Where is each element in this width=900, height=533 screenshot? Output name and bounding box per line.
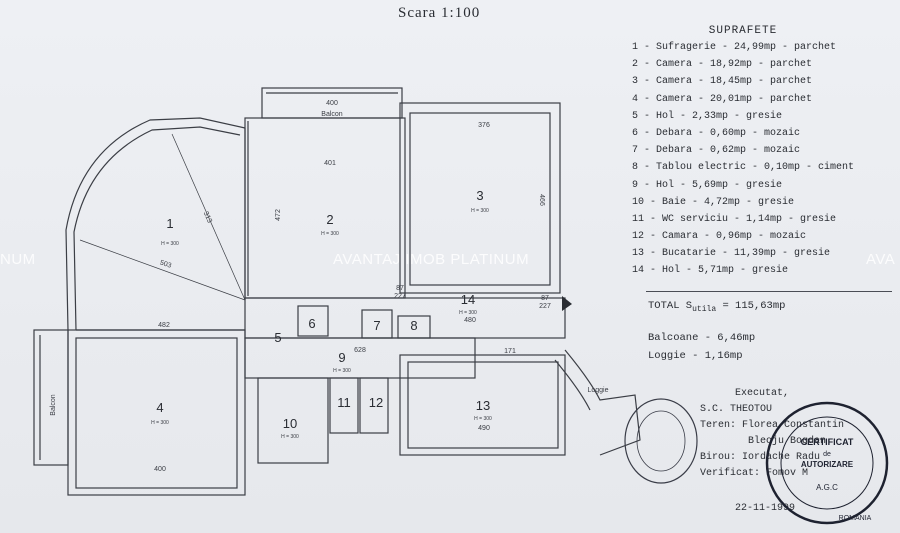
dimension-label: 400	[326, 100, 338, 107]
credit-row: Bleoju Bogdan	[748, 436, 827, 447]
room-6-number: 6	[308, 316, 315, 331]
room-9-number: 9	[338, 350, 345, 365]
legend-row: 7 - Debara - 0,62mp - mozaic	[632, 145, 801, 157]
total-label: TOTAL S	[648, 300, 693, 312]
legend-row: 10 - Baie - 4,72mp - gresie	[632, 196, 795, 208]
seal-ring-text: ROMANIA	[839, 515, 872, 522]
credit-row: Birou: Iordache Radu	[700, 452, 821, 463]
room-9-height: H = 300	[333, 368, 351, 374]
watermark-right: AVA	[866, 251, 896, 268]
dimension-label: 400	[154, 466, 166, 473]
dimension-label: 171	[504, 348, 516, 355]
room-1-number: 1	[166, 216, 173, 231]
room-11-number: 11	[337, 395, 351, 410]
credit-row: Verificat: Fomov M	[700, 468, 809, 479]
loggia-walls	[564, 349, 641, 456]
dimension-label: 628	[354, 347, 366, 354]
areas-legend: SUPRAFETE 1 - Sufragerie - 24,99mp - par…	[632, 25, 894, 283]
room-2-number: 2	[326, 212, 333, 227]
loggia-label: Loggie	[587, 387, 608, 394]
dimension-label: 472	[275, 209, 282, 221]
total-divider	[646, 291, 892, 292]
seal-line-1: CERTIFICAT	[801, 437, 854, 447]
room-4-height: H = 300	[151, 420, 169, 426]
total-subscript: utila	[692, 305, 717, 315]
dimension-label: 87	[541, 295, 549, 302]
room-14-number: 14	[461, 292, 475, 307]
room-1-height: H = 300	[161, 241, 179, 247]
dimension-label: 482	[158, 322, 170, 329]
legend-row: 2 - Camera - 18,92mp - parchet	[632, 59, 813, 71]
room-12-walls	[359, 377, 389, 434]
dimension-label: 87	[396, 285, 404, 292]
legend-row: 8 - Tablou electric - 0,10mp - ciment	[632, 162, 855, 174]
room-3-outer-wall	[399, 102, 561, 294]
legend-row: 6 - Debara - 0,60mp - mozaic	[632, 127, 801, 139]
room-1-curved-facade	[65, 117, 246, 331]
legend-row: 1 - Sufragerie - 24,99mp - parchet	[632, 42, 837, 53]
seal-line-3: AUTORIZARE	[801, 460, 854, 469]
left-balcony	[33, 329, 69, 466]
room-13-number: 13	[476, 398, 490, 413]
room-13-walls	[399, 354, 566, 456]
room-10-number: 10	[283, 416, 297, 431]
room-10-walls	[257, 377, 329, 464]
dimension-label: 401	[324, 160, 336, 167]
dimension-label: 490	[478, 425, 490, 432]
legend-title: SUPRAFETE	[708, 25, 778, 37]
dimension-label: 227	[394, 293, 406, 300]
seal-line-4: A.G.C	[816, 483, 838, 492]
room-10-height: H = 300	[281, 434, 299, 440]
date: 22-11-1999	[735, 503, 796, 514]
credits-block: Executat, S.C. THEOTOU Teren: Florea Con…	[700, 388, 844, 484]
room-3-inner-wall	[409, 112, 551, 286]
legend-row: 12 - Camara - 0,96mp - mozaic	[632, 231, 807, 243]
credits-title: Executat,	[735, 388, 790, 399]
total-area: TOTAL Sutila = 115,63mp	[648, 300, 785, 314]
watermark-center: AVANTAJ IMOB PLATINUM	[333, 251, 530, 268]
credit-row: S.C. THEOTOU	[700, 404, 773, 415]
scale-title: Scara 1:100	[398, 5, 481, 21]
company-seal	[624, 398, 698, 484]
room-13-height: H = 300	[474, 416, 492, 422]
room-14-walls	[244, 297, 566, 339]
dimension-label: 466	[538, 194, 545, 206]
dimension-label: 313	[202, 211, 213, 225]
credit-row: Teren: Florea Constantin	[700, 420, 845, 431]
balcony-label: Balcon	[50, 394, 57, 416]
entrance-marker-icon	[562, 296, 572, 311]
dimension-label: 480	[464, 317, 476, 324]
legend-row: 14 - Hol - 5,71mp - gresie	[632, 265, 789, 277]
balcony-label: Balcon	[321, 111, 343, 118]
balconies-area: Balcoane - 6,46mp	[648, 332, 756, 344]
official-seal: CERTIFICAT de AUTORIZARE A.G.C ROMANIA	[765, 401, 889, 525]
legend-row: 5 - Hol - 2,33mp - gresie	[632, 110, 783, 122]
legend-row: 4 - Camera - 20,01mp - parchet	[632, 93, 813, 105]
watermark-left: NUM	[0, 251, 36, 268]
seal-line-2: de	[823, 451, 831, 458]
room-3-number: 3	[476, 188, 483, 203]
room-3-height: H = 300	[471, 208, 489, 214]
room-14-height: H = 300	[459, 310, 477, 316]
dimension-label: 227	[539, 303, 551, 310]
legend-row: 3 - Camera - 18,45mp - parchet	[632, 76, 813, 88]
loggia-area: Loggie - 1,16mp	[648, 350, 743, 362]
legend-row: 9 - Hol - 5,69mp - gresie	[632, 179, 783, 191]
legend-row: 13 - Bucatarie - 11,39mp - gresie	[632, 248, 831, 260]
room-4-number: 4	[156, 400, 163, 415]
room-7-number: 7	[373, 318, 380, 333]
room-11-walls	[329, 377, 359, 434]
room-2-height: H = 300	[321, 231, 339, 237]
room-6-walls	[297, 305, 329, 337]
room-5-number: 5	[274, 330, 281, 345]
room-2-walls	[244, 117, 406, 299]
dimension-label: 376	[478, 122, 490, 129]
total-value: = 115,63mp	[722, 300, 786, 312]
room-12-number: 12	[369, 395, 383, 410]
dimension-label: 503	[159, 259, 172, 269]
legend-row: 11 - WC serviciu - 1,14mp - gresie	[632, 213, 837, 225]
room-8-number: 8	[410, 318, 417, 333]
